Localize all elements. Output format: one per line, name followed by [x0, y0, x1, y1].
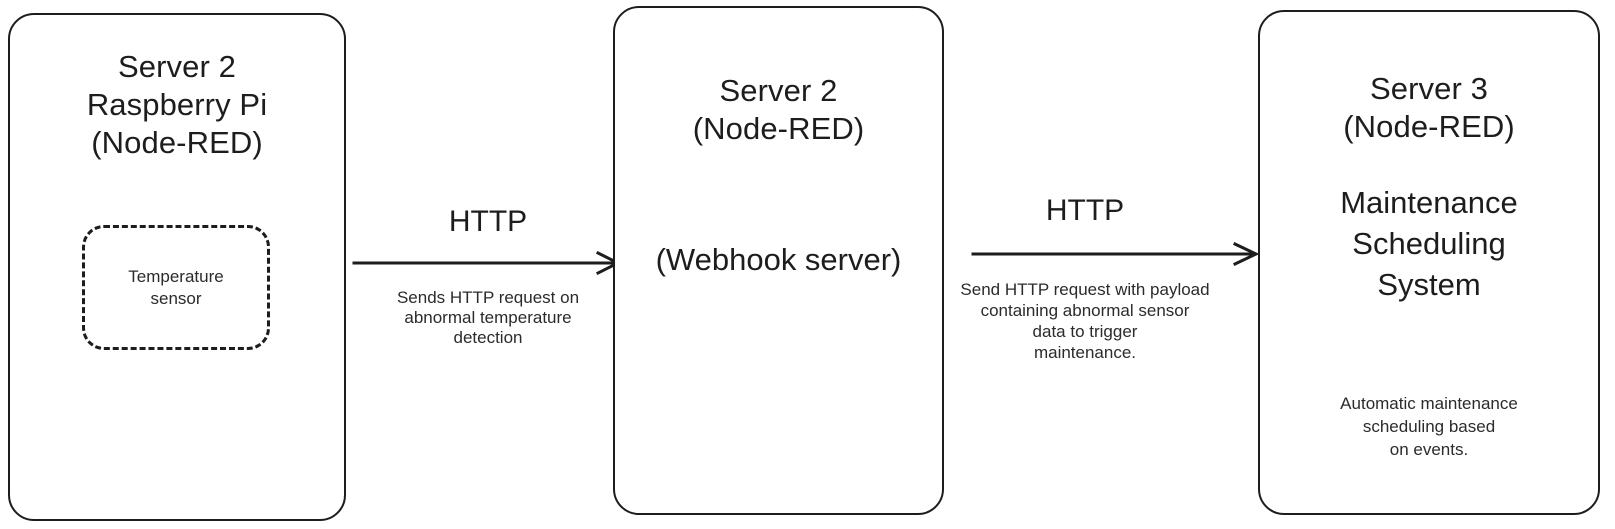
node-server2-webhook-subtitle: (Webhook server) [655, 242, 902, 277]
temperature-sensor-label: Temperature sensor [128, 266, 224, 308]
node-server3-maintenance-title: Server 3 (Node-RED) [1343, 71, 1515, 144]
edge-2-arrow [971, 241, 1261, 267]
node-server2-webhook[interactable] [613, 6, 944, 515]
node-server2-webhook-title: Server 2 (Node-RED) [692, 73, 865, 146]
edge-1-protocol-label: HTTP [448, 205, 528, 238]
edge-1-arrow [352, 250, 624, 276]
node-server2-raspberry-pi-title: Server 2 Raspberry Pi (Node-RED) [86, 49, 268, 160]
edge-1-description: Sends HTTP request on abnormal temperatu… [396, 288, 580, 347]
temperature-sensor-component[interactable]: Temperature sensor [82, 225, 270, 350]
edge-2-protocol-label: HTTP [1045, 194, 1125, 227]
node-server3-maintenance[interactable] [1258, 10, 1600, 515]
node-server3-maintenance-note: Automatic maintenance scheduling based o… [1340, 394, 1518, 459]
edge-2-description: Send HTTP request with payload containin… [960, 280, 1210, 362]
node-server3-maintenance-subtitle: Maintenance Scheduling System [1340, 185, 1518, 302]
